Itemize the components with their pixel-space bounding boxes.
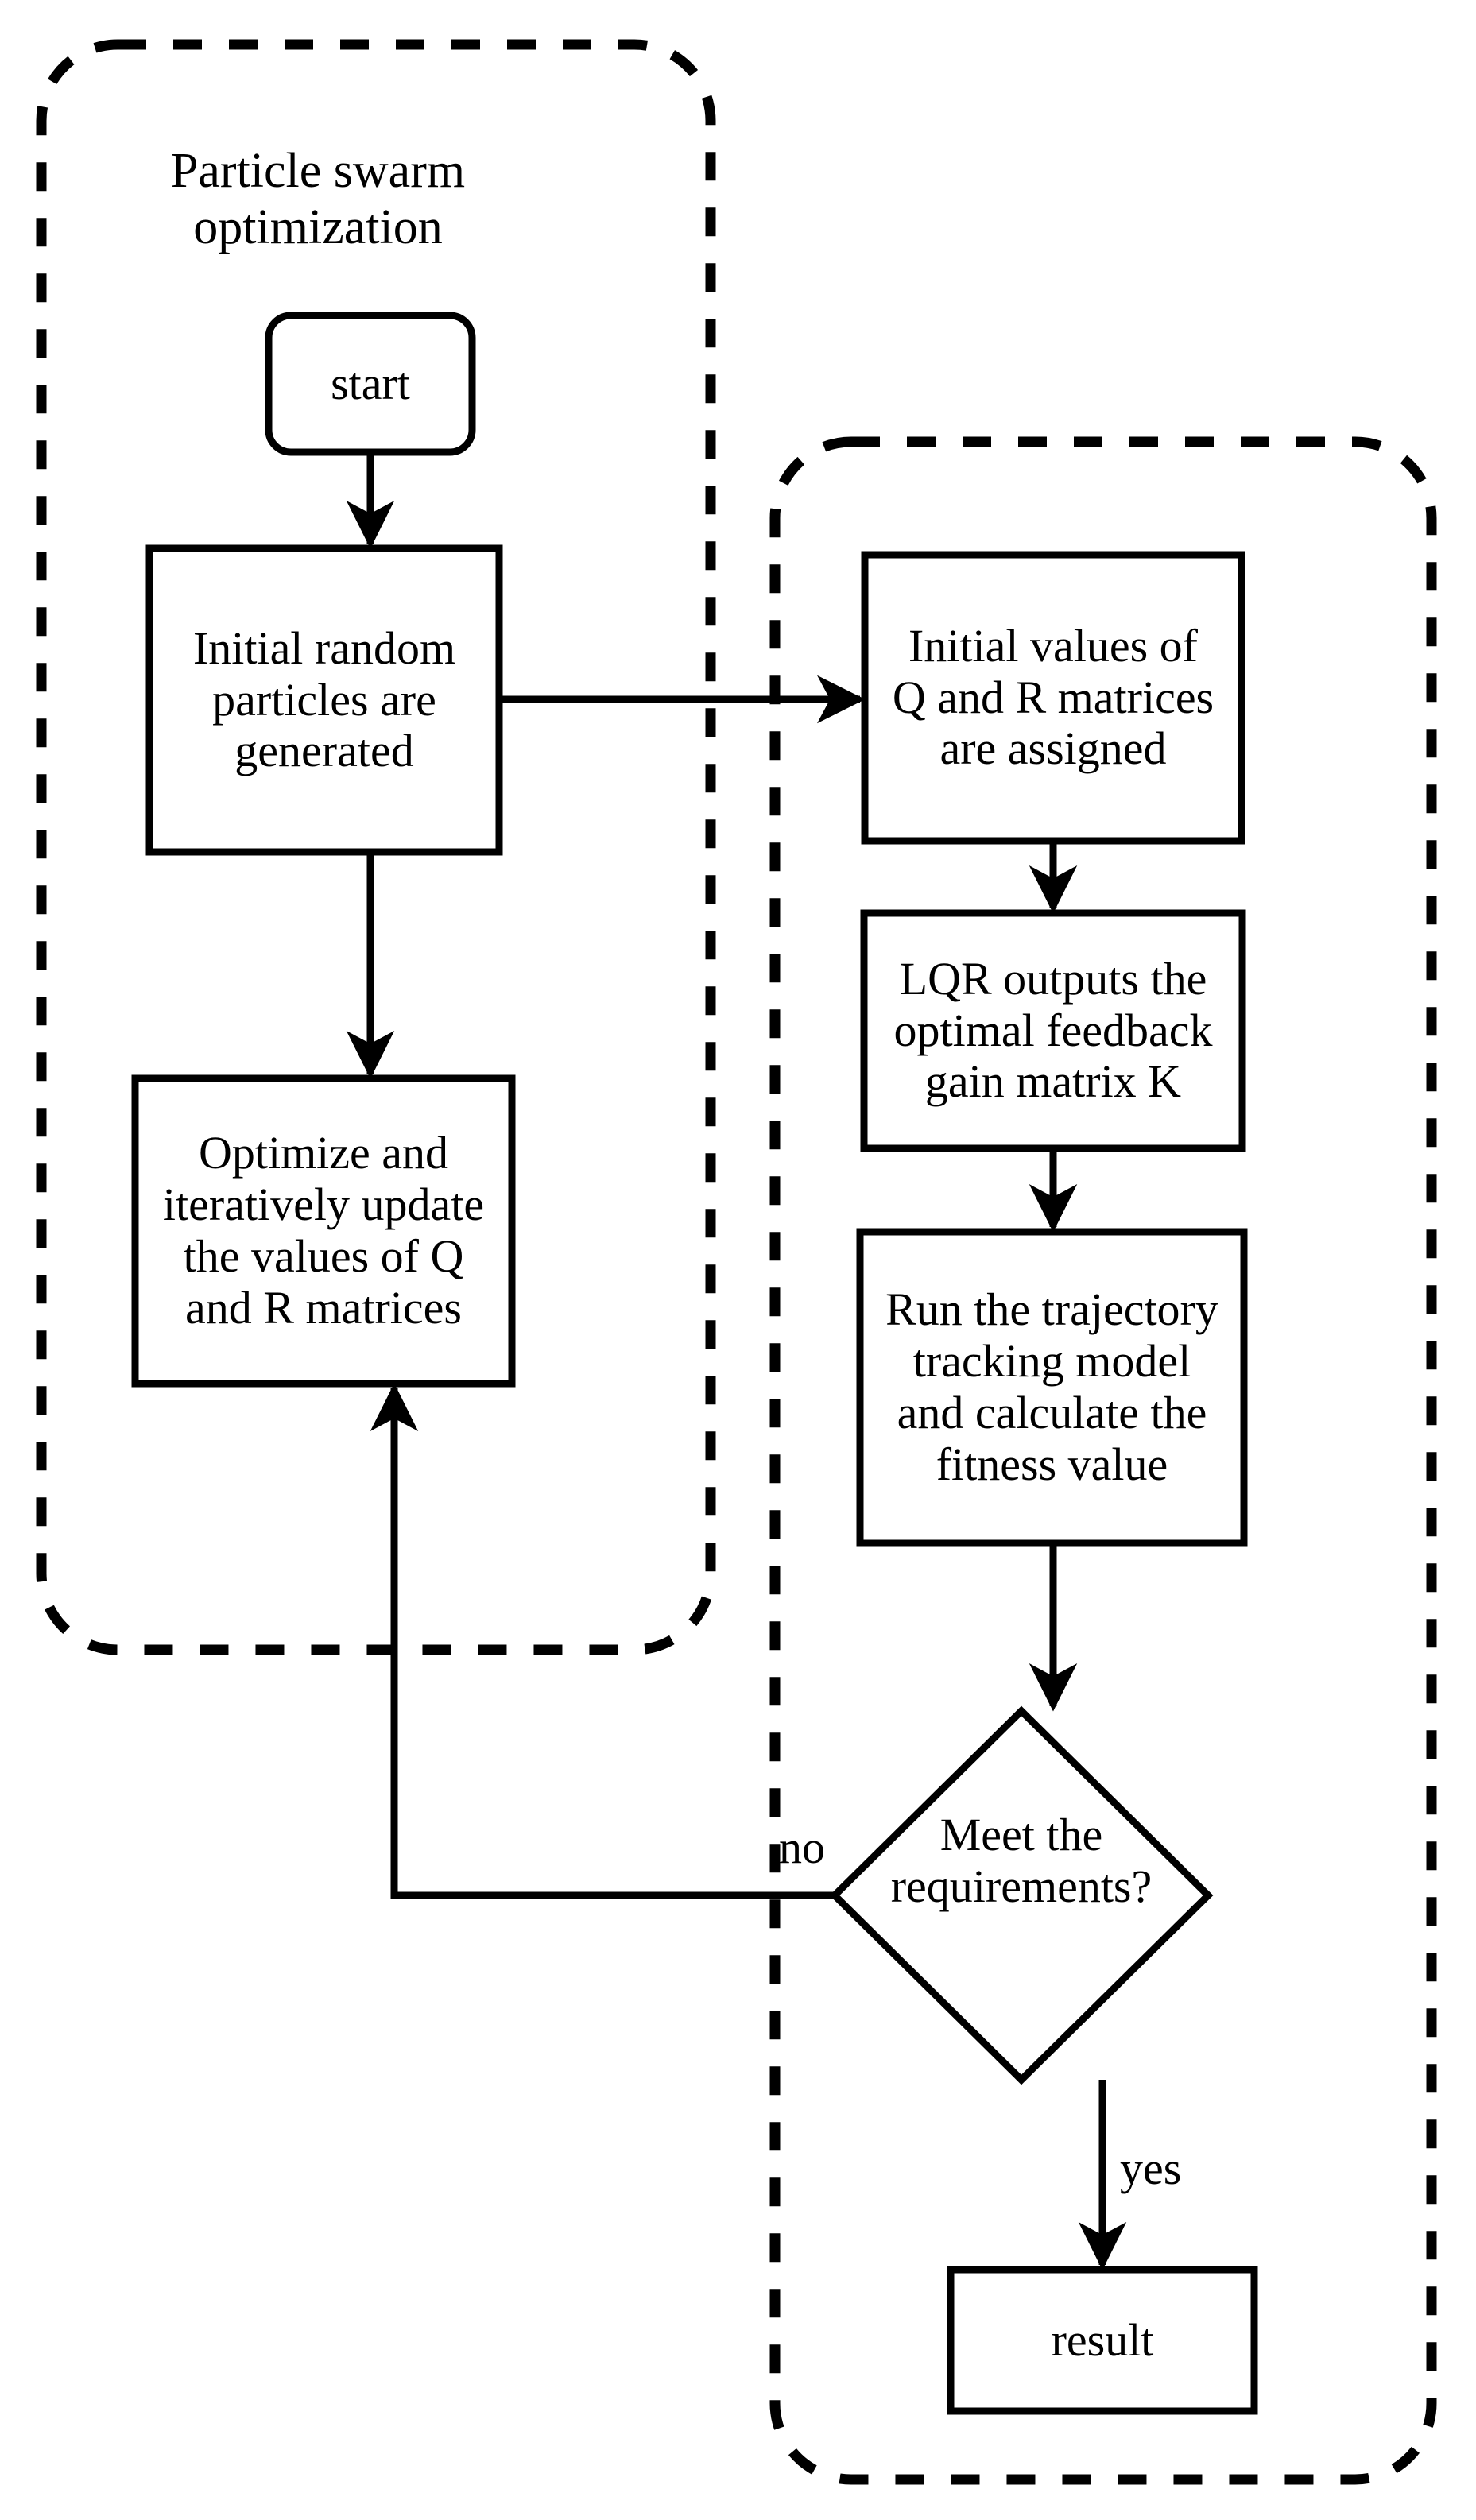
node-result[interactable] [951, 2270, 1254, 2411]
node-init-particles[interactable] [149, 548, 499, 852]
edge-decision-no-to-optimize [370, 1383, 835, 1899]
node-shape-init-particles[interactable] [145, 544, 503, 856]
node-init-qr[interactable] [865, 555, 1242, 841]
edge-label-no: no [779, 1821, 825, 1873]
node-optimize[interactable] [135, 1078, 512, 1384]
node-lqr-output[interactable] [864, 913, 1242, 1148]
node-shape-optimize[interactable] [131, 1074, 516, 1388]
node-decision[interactable] [835, 1711, 1208, 2080]
edge-label-yes: yes [1120, 2143, 1182, 2194]
node-start[interactable] [269, 315, 472, 452]
group-border-lqr [769, 436, 1437, 2485]
group-border-pso [36, 39, 716, 1655]
group-title-pso: Particle swarm optimization [170, 144, 466, 255]
node-run-model[interactable] [860, 1232, 1244, 1543]
node-shape-result[interactable] [947, 2266, 1258, 2415]
node-shape-decision[interactable] [829, 1705, 1214, 2085]
